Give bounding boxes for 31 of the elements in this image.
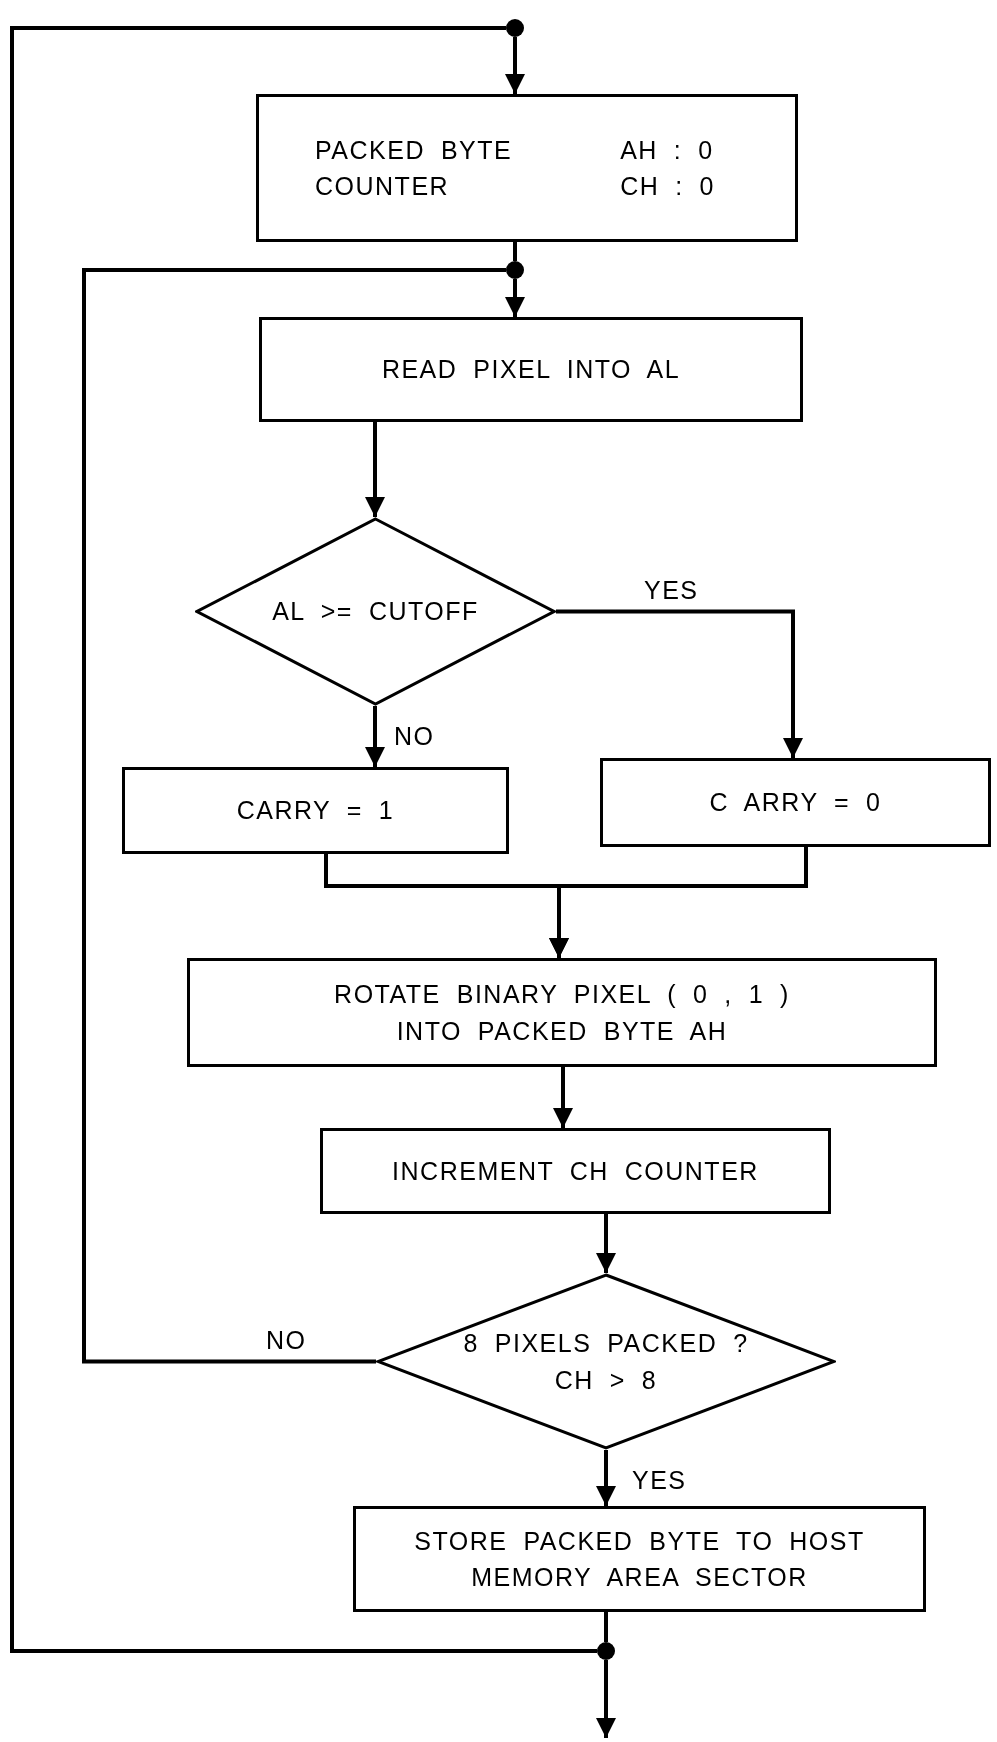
process-text: READ PIXEL INTO AL — [381, 354, 681, 386]
process-text: STORE PACKED BYTE TO HOST MEMORY AREA SECTOR — [413, 1525, 866, 1593]
decision-text: 8 PIXELS PACKED ? — [463, 1328, 749, 1360]
process-box — [122, 767, 509, 854]
process-text: PACKED BYTE — [315, 134, 514, 166]
process-text: COUNTER — [315, 171, 451, 202]
process-box — [353, 1506, 926, 1612]
process-text: CARRY = 1 — [236, 795, 395, 827]
decision-text: CH > 8 — [554, 1364, 658, 1396]
flow-arrow — [365, 422, 385, 517]
process-box — [187, 958, 937, 1067]
process-box — [320, 1128, 831, 1214]
process-text: C ARRY = 0 — [709, 787, 882, 819]
flow-arrow — [556, 609, 803, 758]
flow-arrow — [553, 1067, 573, 1128]
flow-arrow — [505, 37, 525, 94]
flow-arrow — [596, 1450, 616, 1506]
flow-arrow — [505, 279, 525, 317]
decision-text: AL >= CUTOFF — [272, 596, 479, 628]
decision-diamond — [195, 517, 556, 706]
process-box — [259, 317, 803, 422]
decision-diamond — [376, 1273, 836, 1450]
process-box — [256, 94, 798, 242]
flow-arrow — [365, 706, 385, 767]
process-text: ROTATE BINARY PIXEL ( 0 , 1 ) INTO PACKED BYTE AH — [333, 979, 791, 1047]
process-text: AH : 0 — [620, 134, 715, 166]
process-box — [600, 758, 991, 847]
process-text: CH : 0 — [620, 171, 715, 202]
process-text: INCREMENT CH COUNTER — [392, 1155, 759, 1187]
flow-arrow — [596, 1214, 616, 1273]
flow-arrow — [596, 1660, 616, 1738]
